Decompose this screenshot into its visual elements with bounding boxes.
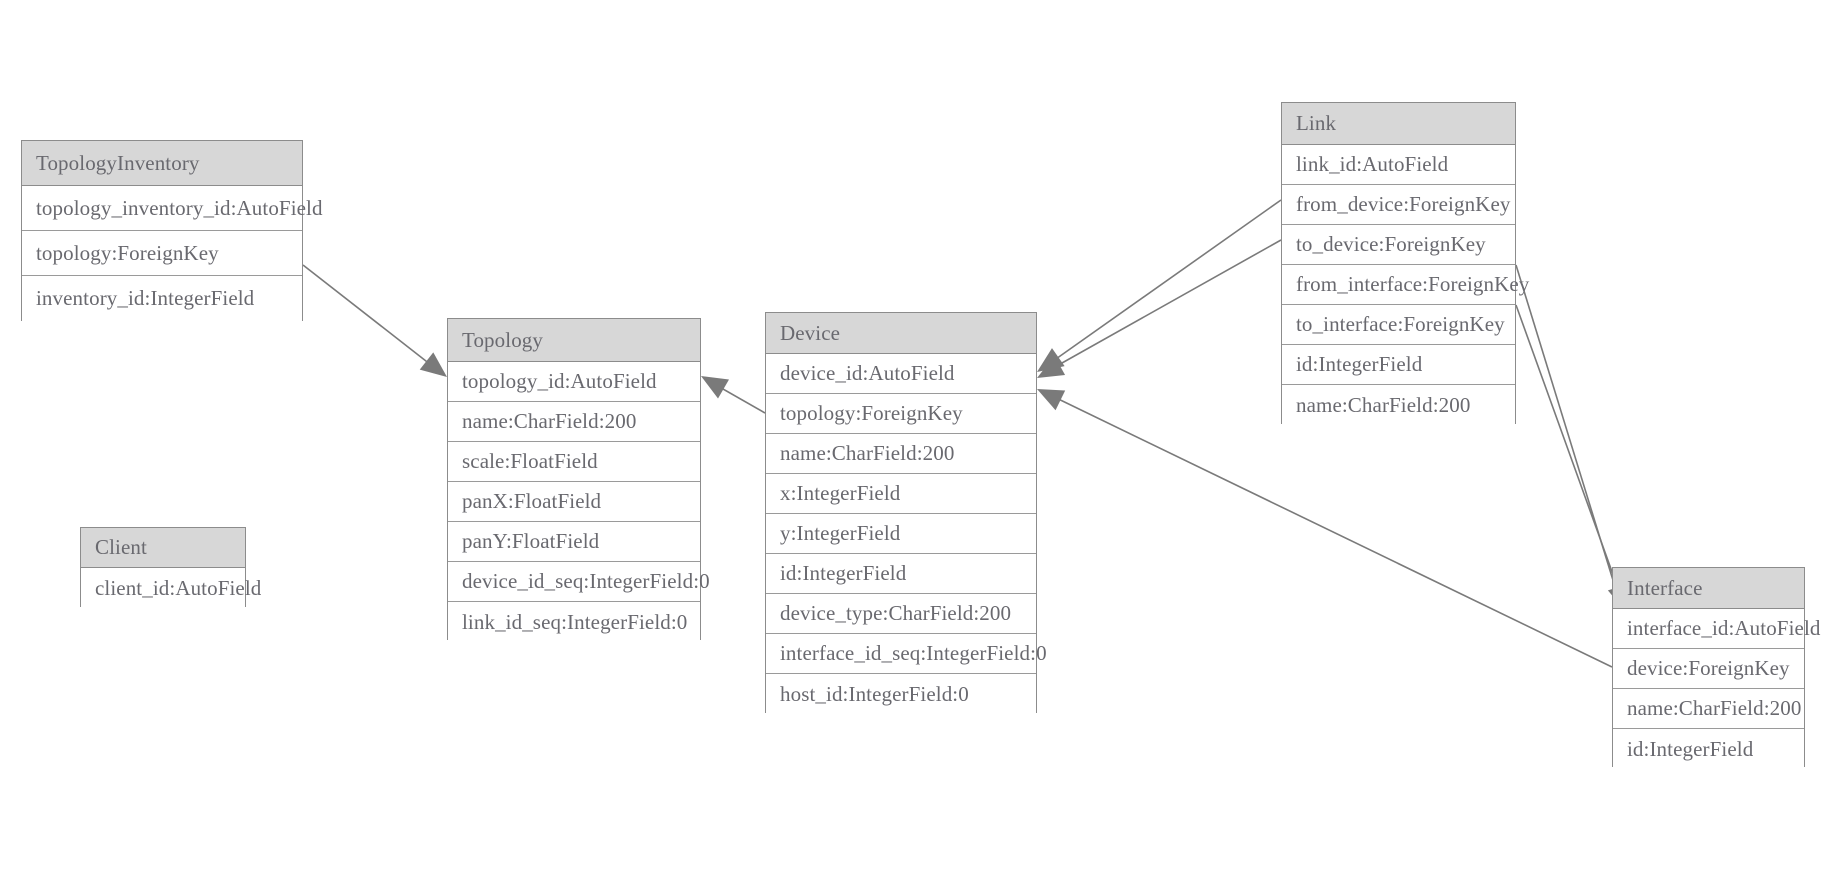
relationship-topology_inventory-to-topology xyxy=(302,264,447,377)
relationship-line xyxy=(1047,393,1613,668)
entity-field-row: interface_id:AutoField xyxy=(1613,609,1820,649)
entity-field-row: device:ForeignKey xyxy=(1613,649,1804,689)
entity-header-client: Client xyxy=(81,528,245,568)
entity-field-row: host_id:IntegerField:0 xyxy=(766,674,1036,714)
entity-field-row: from_device:ForeignKey xyxy=(1282,185,1515,225)
entity-field-row: interface_id_seq:IntegerField:0 xyxy=(766,634,1047,674)
relationship-line xyxy=(1045,239,1282,373)
entity-field-row: to_device:ForeignKey xyxy=(1282,225,1515,265)
relationship-line xyxy=(1045,199,1282,367)
entity-field-row: scale:FloatField xyxy=(448,442,700,482)
entity-header-topology: Topology xyxy=(448,319,700,362)
entity-field-row: panX:FloatField xyxy=(448,482,700,522)
entity-field-row: client_id:AutoField xyxy=(81,568,261,608)
entity-field-row: topology:ForeignKey xyxy=(22,231,302,276)
relationship-link-from_device-to-device xyxy=(1037,199,1282,372)
relationship-topology-to-device xyxy=(701,376,766,414)
relationship-arrowhead xyxy=(1037,389,1066,411)
entity-field-row: id:IntegerField xyxy=(766,554,1036,594)
entity-field-row: to_interface:ForeignKey xyxy=(1282,305,1515,345)
entity-field-row: name:CharField:200 xyxy=(1282,385,1515,425)
entity-field-row: inventory_id:IntegerField xyxy=(22,276,302,321)
entity-field-row: from_interface:ForeignKey xyxy=(1282,265,1529,305)
entity-field-row: name:CharField:200 xyxy=(766,434,1036,474)
entity-field-row: topology_id:AutoField xyxy=(448,362,700,402)
entity-field-row: device_type:CharField:200 xyxy=(766,594,1036,634)
entity-header-interface: Interface xyxy=(1613,568,1804,609)
entity-field-row: topology_inventory_id:AutoField xyxy=(22,186,322,231)
entity-field-row: panY:FloatField xyxy=(448,522,700,562)
entity-header-link: Link xyxy=(1282,103,1515,145)
entity-field-row: name:CharField:200 xyxy=(448,402,700,442)
entity-field-row: topology:ForeignKey xyxy=(766,394,1036,434)
entity-field-row: id:IntegerField xyxy=(1613,729,1804,769)
relationship-link-from_interface-to-interface xyxy=(1515,264,1629,612)
entity-field-row: device_id_seq:IntegerField:0 xyxy=(448,562,710,602)
entity-field-row: id:IntegerField xyxy=(1282,345,1515,385)
entity-field-row: y:IntegerField xyxy=(766,514,1036,554)
entity-field-row: link_id_seq:IntegerField:0 xyxy=(448,602,700,642)
entity-field-row: link_id:AutoField xyxy=(1282,145,1515,185)
relationship-line xyxy=(302,264,441,373)
entity-field-row: name:CharField:200 xyxy=(1613,689,1804,729)
entity-header-device: Device xyxy=(766,313,1036,354)
relationship-line xyxy=(1515,264,1621,604)
entity-field-row: x:IntegerField xyxy=(766,474,1036,514)
entity-field-row: device_id:AutoField xyxy=(766,354,1036,394)
relationship-line xyxy=(708,380,766,414)
entity-header-topology_inventory: TopologyInventory xyxy=(22,141,302,186)
relationship-link-to_device-to-device xyxy=(1037,239,1282,378)
relationship-line xyxy=(1515,304,1625,606)
